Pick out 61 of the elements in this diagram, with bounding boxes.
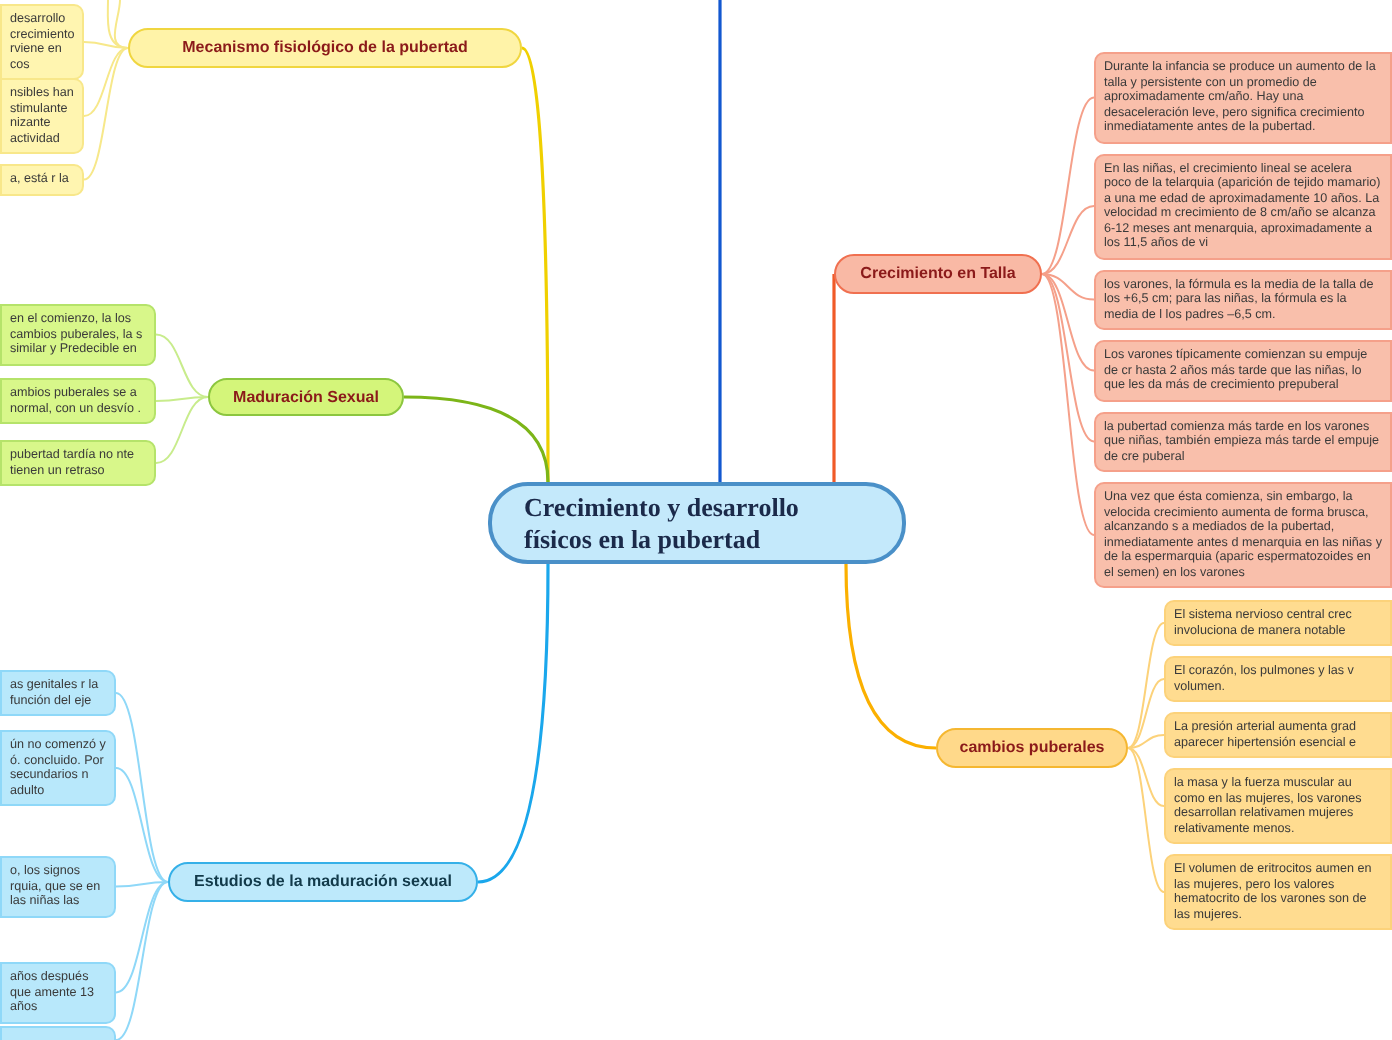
topic-title: Crecimiento y desarrollo físicos en la pubertad — [524, 491, 801, 555]
connector-line — [115, 767, 169, 883]
note-box — [0, 378, 156, 424]
connector-line — [1127, 747, 1165, 807]
note-box — [0, 164, 84, 195]
note-box — [1094, 52, 1392, 143]
topic-title: cambios puberales — [959, 736, 1105, 760]
note-box — [1094, 269, 1392, 330]
central-topic — [488, 482, 906, 564]
connector-line — [83, 47, 129, 181]
connector-line — [403, 395, 550, 483]
branch-topic — [936, 728, 1128, 768]
note-box — [0, 78, 84, 154]
connector-line — [1041, 273, 1095, 536]
branch-topic — [208, 378, 404, 416]
connector-line — [155, 333, 209, 398]
connector-line — [1041, 273, 1095, 443]
connector-line — [155, 396, 209, 402]
connector-line — [844, 563, 937, 750]
note-box — [0, 962, 116, 1023]
connector-line — [83, 47, 129, 117]
branch-topic — [834, 254, 1042, 294]
connector-line — [1127, 734, 1165, 749]
note-box — [1164, 854, 1392, 930]
connector-line — [1041, 96, 1095, 275]
branch-topic — [168, 862, 478, 902]
note-box — [1164, 768, 1392, 844]
note-box — [0, 856, 116, 917]
note-box — [0, 440, 156, 486]
connector-line — [832, 274, 836, 482]
note-box — [1164, 656, 1392, 702]
topic-title: Maduración Sexual — [233, 385, 379, 409]
note-box — [1094, 340, 1392, 401]
connector-line — [1127, 747, 1165, 893]
topic-title: Estudios de la maduración sexual — [194, 870, 452, 894]
connector-line — [1041, 205, 1095, 275]
branch-topic — [128, 28, 522, 68]
connector-line — [115, 881, 169, 994]
connector-line — [155, 396, 209, 464]
connector-line — [718, 0, 722, 482]
topic-title: Mecanismo fisiológico de la pubertad — [182, 36, 468, 60]
connector-line — [113, 0, 129, 49]
connector-line — [83, 41, 129, 49]
note-box — [0, 730, 116, 806]
note-box — [1164, 600, 1392, 646]
connector-line — [115, 881, 169, 1040]
connector-line — [1041, 273, 1095, 372]
connector-line — [521, 46, 550, 482]
connector-line — [477, 564, 550, 884]
connector-line — [1127, 622, 1165, 749]
note-box — [0, 4, 84, 80]
note-box — [1094, 411, 1392, 472]
note-box — [0, 670, 116, 716]
note-box — [1094, 153, 1392, 259]
connector-line — [115, 692, 169, 883]
note-box — [0, 304, 156, 365]
connector-line — [1041, 273, 1095, 301]
connector-line — [115, 881, 169, 888]
note-box — [1164, 712, 1392, 758]
topic-title: Crecimiento en Talla — [860, 262, 1016, 286]
connector-line — [1127, 678, 1165, 749]
